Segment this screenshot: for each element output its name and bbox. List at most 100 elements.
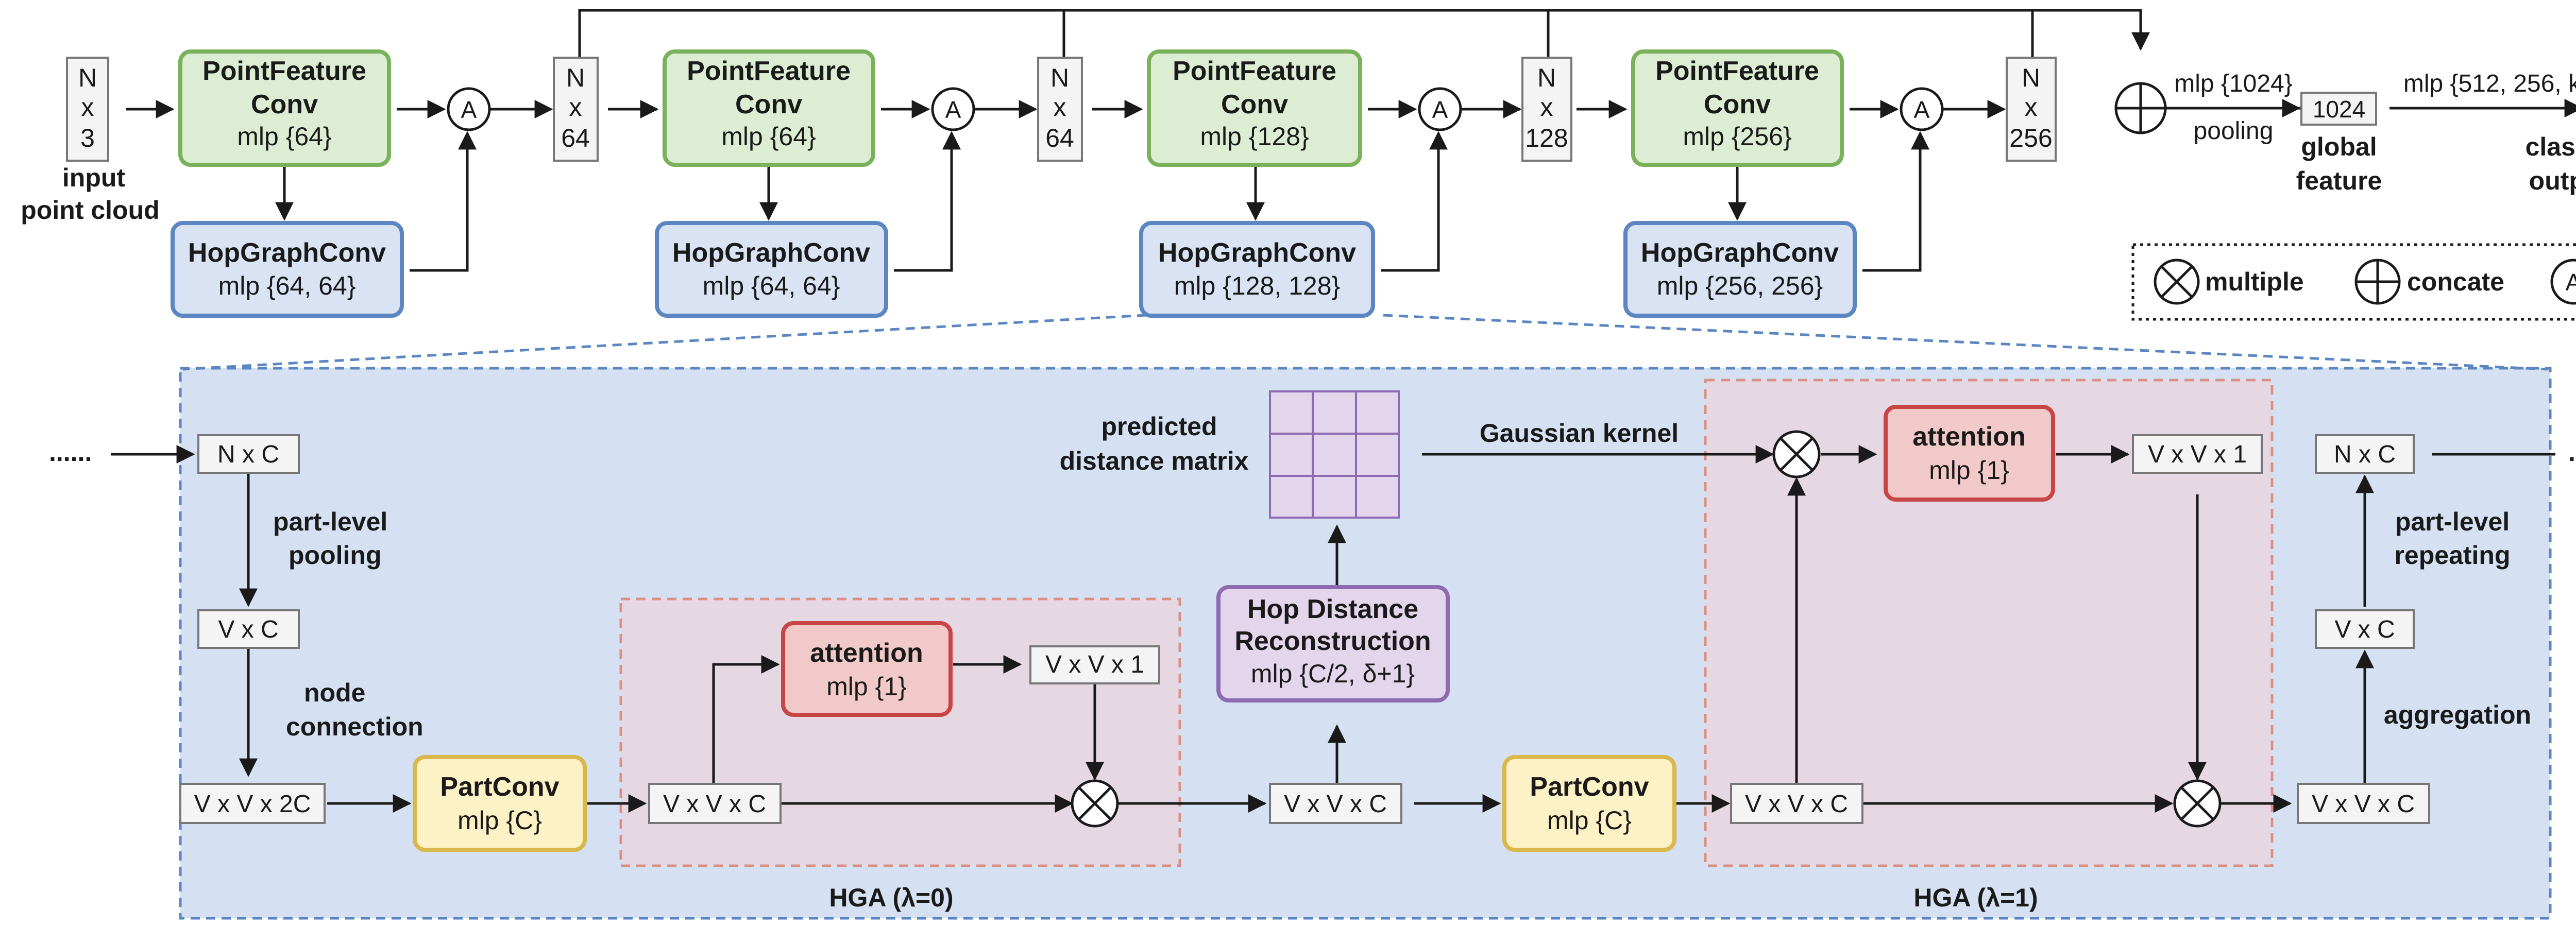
tensor-64-1-dim: 64 [561, 124, 590, 152]
hgc2-mlp: mlp {64, 64} [703, 271, 840, 300]
tensor-256-dim: 256 [2009, 124, 2052, 152]
part-conv-1-mlp: mlp {C} [457, 806, 542, 835]
hgc4-mlp: mlp {256, 256} [1657, 271, 1823, 300]
vxc-right-label: V x C [2334, 616, 2395, 643]
hga1-label: HGA (λ=1) [1913, 883, 2038, 912]
vxvx2c-label: V x V x 2C [194, 791, 311, 818]
add-node-3 [1418, 87, 1462, 131]
aggregation-label: aggregation [2384, 700, 2531, 729]
vxc-box-left [197, 609, 300, 649]
hgc1-title: HopGraphConv [188, 238, 386, 268]
mlp-1024-label: mlp {1024} [2174, 70, 2293, 97]
vxvxc-box-hga1 [1730, 783, 1863, 824]
vxvxc-box-hga0 [648, 783, 782, 824]
attention-hga1-mlp: mlp {1} [1929, 456, 2009, 485]
vxvxc-hga1-label: V x V x C [1745, 791, 1848, 818]
global-feature-dim: 1024 [2313, 96, 2365, 123]
add-node-4 [1900, 87, 1944, 131]
add-node-2-label: A [945, 96, 961, 123]
hop-distance-reconstruction [1216, 585, 1450, 702]
legend-box [2131, 243, 2576, 321]
pfc4-mlp: mlp {256} [1683, 122, 1791, 151]
vxvx1-box-hga1 [2132, 434, 2263, 474]
add-icon [2550, 259, 2576, 305]
global-feature-box [2300, 92, 2377, 126]
tensor-64-1-n: N [566, 63, 585, 92]
hop-recon-mlp: mlp {C/2, δ+1} [1251, 659, 1415, 688]
dots-left: ...... [49, 438, 92, 467]
add-node-3-label: A [1432, 96, 1448, 123]
vxvxc-right-label: V x V x C [2312, 791, 2415, 818]
distance-matrix-grid [1269, 390, 1400, 519]
hgc3-mlp: mlp {128, 128} [1174, 271, 1341, 300]
attention-hga0-title: attention [810, 638, 923, 668]
multiply-icon [2154, 259, 2200, 305]
input-tensor-box [66, 57, 109, 162]
input-label-line2: point cloud [21, 196, 159, 225]
tensor-64-2-x: x [1054, 93, 1066, 122]
pfc3-title-1: PointFeature [1173, 56, 1336, 86]
add-node-1-label: A [461, 96, 477, 123]
vxvxc-middle-label: V x V x C [1284, 791, 1387, 818]
tensor-256-x: x [2025, 93, 2038, 122]
attention-hga0-mlp: mlp {1} [826, 672, 907, 701]
input-tensor-x: x [81, 93, 94, 122]
hgc1-mlp: mlp {64, 64} [218, 271, 356, 300]
mlp-final-label: mlp {512, 256, k} [2403, 70, 2576, 97]
hop-graph-conv-2 [655, 221, 888, 318]
detail-connectors [111, 445, 2555, 813]
tensor-64-box-1 [553, 57, 599, 162]
attention-hga0 [781, 621, 953, 717]
tensor-64-2-n: N [1050, 63, 1069, 92]
hop-graph-conv-3 [1139, 221, 1375, 318]
input-label-line1: input [62, 163, 126, 192]
vxvxc-box-right [2297, 783, 2430, 824]
add-node-4-label: A [1914, 96, 1930, 123]
pipeline-connectors [126, 9, 2576, 272]
tensor-64-1-x: x [569, 93, 582, 122]
part-conv-2 [1502, 755, 1676, 852]
hgc4-title: HopGraphConv [1641, 238, 1839, 268]
tensor-256-box [2006, 57, 2057, 162]
add-node-2 [931, 87, 975, 131]
point-feature-conv-3 [1147, 49, 1362, 167]
multiply-node-hga1-bottom [2173, 779, 2222, 828]
vxvx1-hga0-label: V x V x 1 [1045, 651, 1144, 678]
tensor-128-box [1521, 57, 1572, 162]
nxc-box-right [2315, 434, 2415, 474]
nxc-right-label: N x C [2334, 441, 2396, 468]
zoom-line-right [1383, 314, 2548, 371]
input-tensor-dim: 3 [80, 124, 95, 152]
part-conv-1 [413, 755, 587, 852]
vxvxc-hga0-label: V x V x C [663, 791, 766, 818]
pfc2-title-2: Conv [735, 90, 802, 119]
tensor-128-x: x [1540, 93, 1553, 122]
pred-label-line2: distance matrix [1060, 447, 1249, 475]
part-conv-1-title: PartConv [440, 772, 559, 802]
zoom-line-left [182, 314, 1147, 371]
dots-right: ...... [2568, 438, 2576, 467]
input-tensor-n: N [78, 63, 97, 92]
multiply-node-hga1-top [1772, 430, 1821, 478]
pfc1-mlp: mlp {64} [237, 122, 331, 151]
hga0-label: HGA (λ=0) [829, 883, 953, 912]
attention-hga1-title: attention [1912, 422, 2026, 452]
tensor-256-n: N [2022, 63, 2040, 92]
pfc3-mlp: mlp {128} [1200, 122, 1309, 151]
tensor-64-box-2 [1037, 57, 1083, 162]
global-label-line2: feature [2296, 166, 2382, 195]
connection-label: connection [286, 712, 423, 741]
vxc-box-right [2315, 609, 2415, 649]
point-feature-conv-4 [1631, 49, 1844, 167]
tensor-128-n: N [1537, 63, 1556, 92]
pred-label-line1: predicted [1101, 412, 1217, 441]
pooling-detail-label: pooling [289, 541, 382, 570]
class-label-line2: output logits [2529, 166, 2576, 195]
part-conv-2-title: PartConv [1530, 772, 1649, 802]
vxvx2c-box [179, 783, 326, 824]
pooling-label: pooling [2194, 117, 2274, 145]
multiply-node-hga0 [1071, 779, 1119, 828]
gaussian-label: Gaussian kernel [1480, 419, 1679, 448]
pfc2-title-1: PointFeature [687, 56, 851, 86]
hgc2-title: HopGraphConv [672, 238, 870, 268]
